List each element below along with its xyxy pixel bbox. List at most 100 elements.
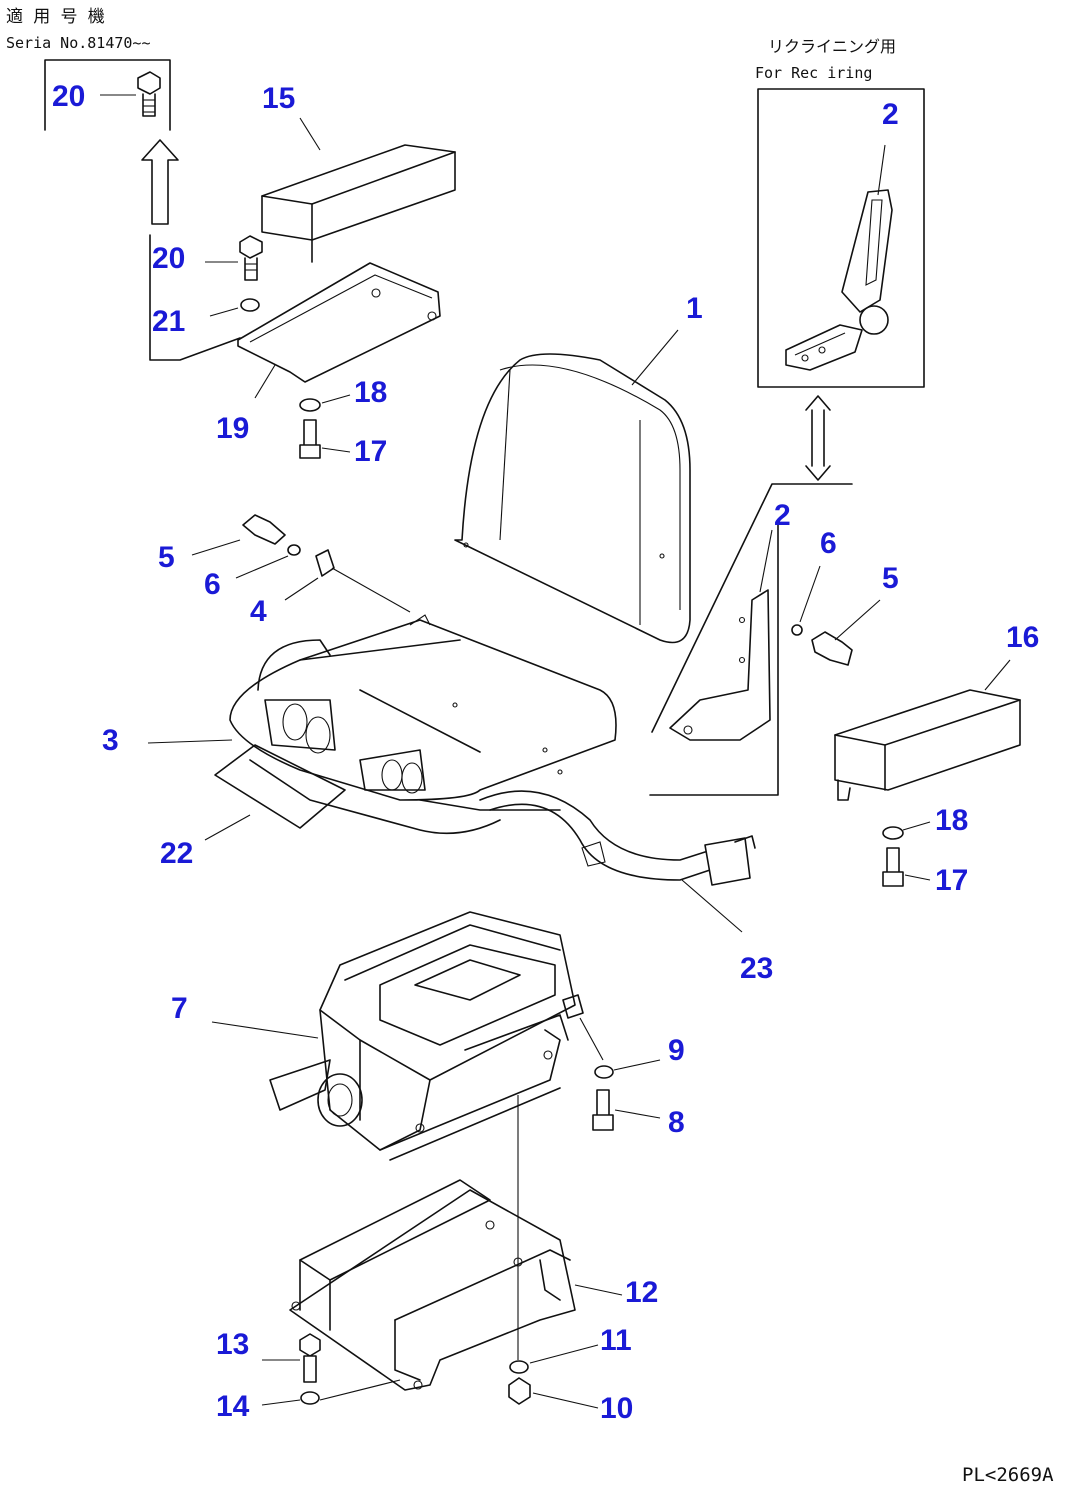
leader-c8 <box>614 1109 661 1119</box>
harness-23 <box>479 790 756 886</box>
callout-21: 21 <box>152 305 185 338</box>
seat-backrest-1 <box>454 353 691 644</box>
leader-suspension <box>579 1017 604 1061</box>
spacer-4 <box>315 549 335 577</box>
nut-10 <box>508 1377 531 1405</box>
callout-4: 4 <box>250 595 267 628</box>
leader-c12 <box>574 1284 623 1296</box>
leader-c22 <box>204 814 251 841</box>
callout-13: 13 <box>216 1328 249 1361</box>
leader-c9 <box>613 1059 661 1071</box>
callout-18-left: 18 <box>354 376 387 409</box>
callout-15: 15 <box>262 82 295 115</box>
leader-c18a <box>321 394 351 404</box>
leader-c5a <box>191 539 241 556</box>
callout-14: 14 <box>216 1390 250 1423</box>
leader-c21 <box>209 307 239 317</box>
callout-19: 19 <box>216 412 249 445</box>
callout-9: 9 <box>668 1034 685 1067</box>
up-arrow <box>141 139 179 225</box>
bolt-5b <box>811 631 853 666</box>
inset-title-jp: リクライニング用 <box>768 37 896 56</box>
leader-c3 <box>147 739 233 744</box>
callout-7: 7 <box>171 992 188 1025</box>
leader-c17a <box>321 447 351 453</box>
leader-c2b <box>759 529 773 593</box>
leader-c4 <box>284 577 319 601</box>
callout-20: 20 <box>152 242 185 275</box>
callout-8: 8 <box>668 1106 685 1139</box>
leader-c16 <box>984 659 1011 691</box>
drawing-code: PL<2669A <box>962 1464 1054 1486</box>
leader-c23 <box>681 879 743 933</box>
armrest-15 <box>261 144 456 263</box>
washer-9 <box>594 1065 614 1079</box>
callout-5-right: 5 <box>882 562 899 595</box>
washer-14 <box>300 1391 320 1405</box>
bolt-5a <box>242 514 286 545</box>
bolt-8 <box>592 1089 614 1131</box>
leader-c19 <box>254 364 276 399</box>
callout-11: 11 <box>600 1324 632 1357</box>
armrest-group-bracket <box>149 234 241 361</box>
washer-6b <box>791 624 803 636</box>
armrest-16 <box>834 689 1021 801</box>
leader-spacer <box>331 567 411 613</box>
leader-c5b <box>834 599 881 641</box>
callout-16: 16 <box>1006 621 1039 654</box>
leader-c11 <box>529 1344 599 1364</box>
callout-2-inset: 2 <box>882 98 899 131</box>
serial-inset-box <box>44 59 171 131</box>
callout-17-right: 17 <box>935 864 968 897</box>
suspension-7 <box>269 911 584 1161</box>
callout-12: 12 <box>625 1276 658 1309</box>
double-arrow <box>805 395 831 481</box>
mat-22 <box>214 744 346 829</box>
washer-18a <box>299 398 321 412</box>
bolt-20-inset <box>137 71 161 117</box>
callout-6-right: 6 <box>820 527 837 560</box>
callout-18-right: 18 <box>935 804 968 837</box>
leader-c6b <box>799 565 821 623</box>
washer-18b <box>882 826 904 840</box>
serial-range: Seria No.81470~~ <box>6 34 151 52</box>
leader-plate <box>319 1379 401 1401</box>
recliner-inset-box <box>757 88 925 388</box>
mount-plate-12 <box>289 1179 576 1391</box>
recliner-lever-inset <box>785 189 893 371</box>
callout-20-inset: 20 <box>52 80 85 113</box>
leader-c18b <box>902 821 931 831</box>
callout-5-left: 5 <box>158 541 175 574</box>
callout-6-left: 6 <box>204 568 221 601</box>
serial-title-jp: 適 用 号 機 <box>6 7 105 27</box>
callout-22: 22 <box>160 837 193 870</box>
callout-10: 10 <box>600 1392 633 1425</box>
bolt-17b <box>882 847 904 887</box>
leader-c14 <box>261 1399 301 1406</box>
leader-c7 <box>211 1021 319 1039</box>
armrest-bracket-19 <box>237 262 441 383</box>
inset-title-en: For Rec iring <box>755 64 872 82</box>
bolt-13 <box>299 1333 321 1383</box>
recline-bracket-frame <box>649 483 853 796</box>
leader-c6a <box>235 555 289 579</box>
washer-21 <box>240 298 260 312</box>
leader-c1 <box>631 329 679 386</box>
callout-23: 23 <box>740 952 773 985</box>
washer-11 <box>509 1360 529 1374</box>
recline-plate-2 <box>669 589 771 741</box>
leader-c17b <box>904 874 931 881</box>
leader-c15 <box>299 117 321 151</box>
callout-17-left: 17 <box>354 435 387 468</box>
callout-3: 3 <box>102 724 119 757</box>
leader-c10 <box>532 1392 599 1409</box>
bolt-17a <box>299 419 321 459</box>
callout-1: 1 <box>686 292 703 325</box>
callout-2: 2 <box>774 499 791 532</box>
washer-6a <box>287 544 301 556</box>
bolt-20 <box>239 235 263 281</box>
leader-c2a <box>877 144 886 196</box>
seat-cushion-3 <box>229 614 617 835</box>
